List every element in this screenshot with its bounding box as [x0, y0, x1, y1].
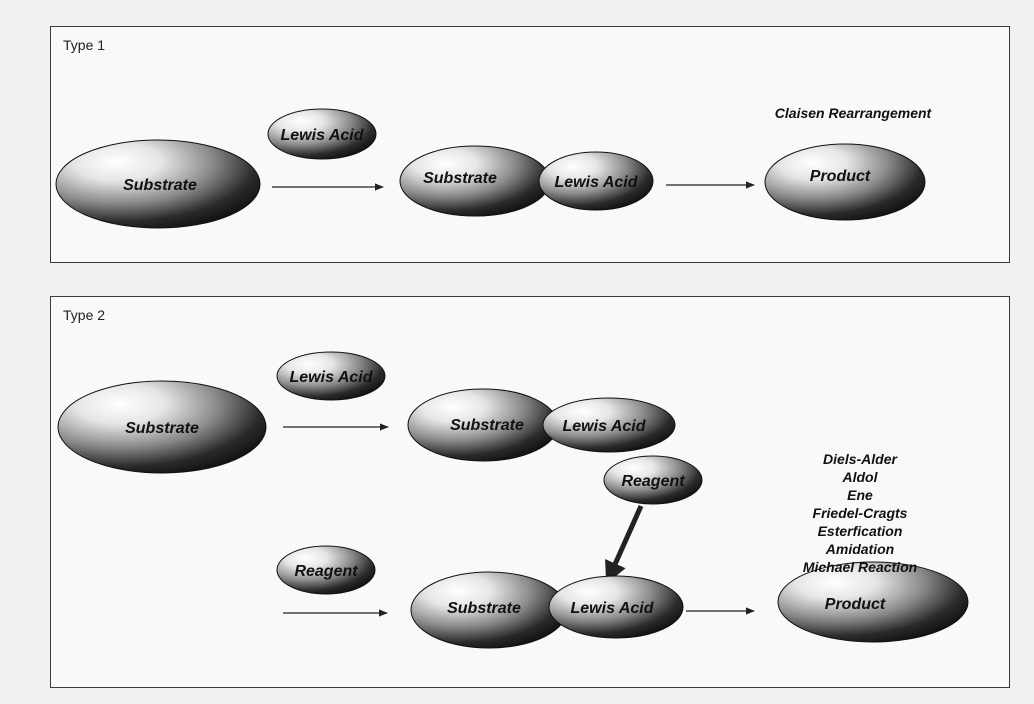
reaction-item: Michael Reaction — [803, 559, 917, 575]
type-2-label: Type 2 — [63, 307, 106, 323]
svg-text:Substrate: Substrate — [125, 420, 199, 437]
reaction-item: Friedel-Cragts — [813, 505, 908, 521]
svg-text:Substrate: Substrate — [447, 600, 521, 617]
svg-text:Product: Product — [810, 168, 871, 185]
type2-substrate: Substrate — [57, 380, 267, 474]
type2-substrate-lewis-acid-complex: Substrate Lewis Acid — [407, 388, 676, 462]
svg-text:Product: Product — [825, 596, 886, 613]
svg-text:Lewis Acid: Lewis Acid — [571, 600, 655, 617]
svg-text:Lewis Acid: Lewis Acid — [290, 369, 374, 386]
type2-lewis-acid: Lewis Acid — [276, 351, 386, 401]
reaction-item: Diels-Alder — [823, 451, 898, 467]
svg-text:Substrate: Substrate — [450, 417, 524, 434]
reaction-item: Amidation — [825, 541, 894, 557]
reaction-item: Aldol — [842, 469, 879, 485]
type1-substrate-lewis-acid-complex: Substrate Lewis Acid — [399, 145, 654, 217]
svg-text:Lewis Acid: Lewis Acid — [281, 127, 365, 144]
svg-text:Reagent: Reagent — [621, 473, 685, 490]
svg-text:Lewis Acid: Lewis Acid — [555, 174, 639, 191]
reaction-item: Esterfication — [818, 523, 903, 539]
type2-reagent: Reagent — [276, 545, 376, 595]
type1-lewis-acid: Lewis Acid — [267, 108, 377, 160]
type2-reaction-list: Diels-Alder Aldol Ene Friedel-Cragts Est… — [803, 451, 917, 575]
svg-text:Substrate: Substrate — [123, 177, 197, 194]
type-1-label: Type 1 — [63, 37, 106, 53]
svg-text:Lewis Acid: Lewis Acid — [563, 418, 647, 435]
type1-product: Product — [764, 143, 926, 221]
type2-reagent-attack-arrow — [605, 504, 644, 585]
reaction-item: Ene — [847, 487, 873, 503]
type2-product: Product — [777, 561, 969, 643]
svg-text:Reagent: Reagent — [294, 563, 358, 580]
type1-reaction-label: Claisen Rearrangement — [775, 105, 933, 121]
type2-reagent-attacking: Reagent — [603, 455, 703, 505]
type1-substrate: Substrate — [55, 139, 261, 229]
type2-substrate-lewis-acid-reagent-complex: Substrate Lewis Acid — [410, 571, 684, 649]
svg-text:Substrate: Substrate — [423, 170, 497, 187]
